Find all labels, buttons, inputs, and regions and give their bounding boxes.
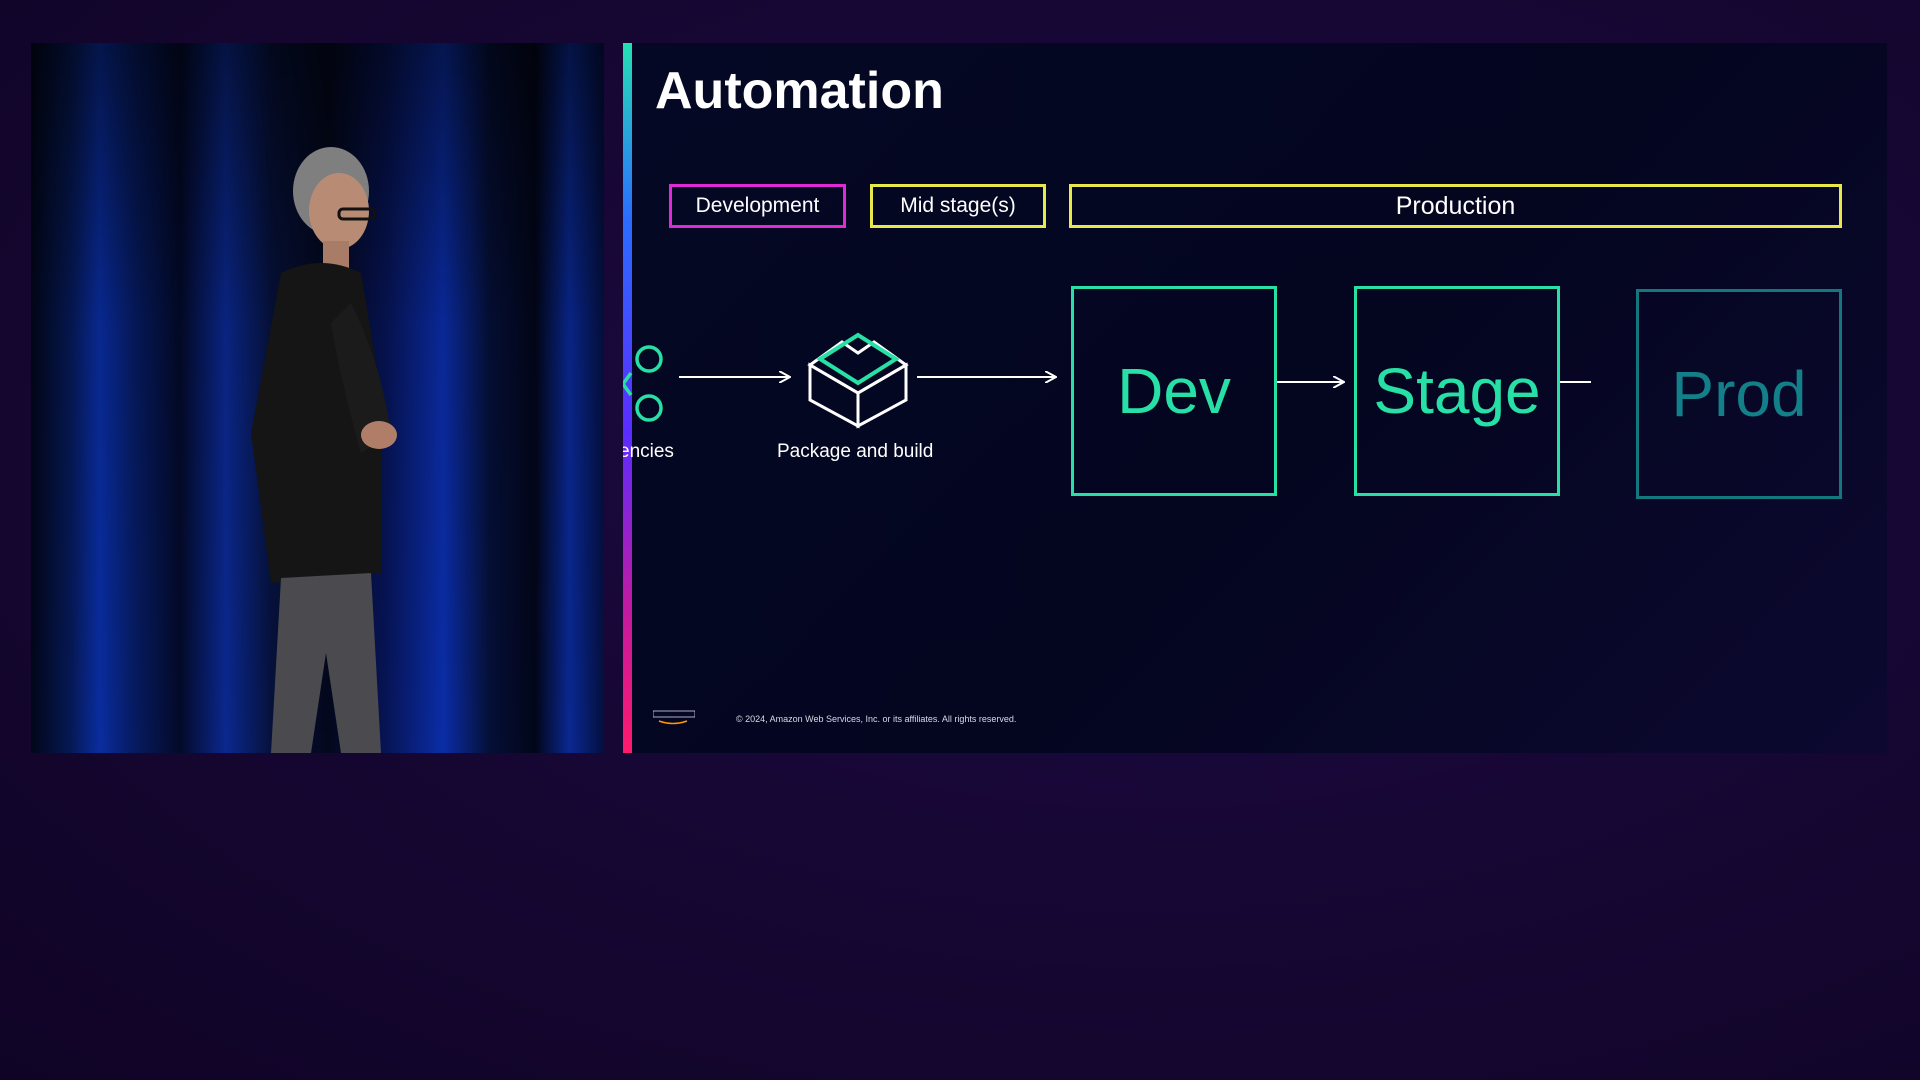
aws-logo-icon xyxy=(653,710,695,725)
speaker-video-panel xyxy=(31,43,604,753)
dependencies-icon xyxy=(623,345,663,422)
dependencies-caption: encies xyxy=(623,441,674,462)
env-stage-box: Stage xyxy=(1354,286,1560,496)
copyright-footer: © 2024, Amazon Web Services, Inc. or its… xyxy=(736,714,1017,724)
phase-development-box: Development xyxy=(669,184,846,228)
phase-production-box: Production xyxy=(1069,184,1842,228)
pipeline-diagram xyxy=(623,332,1591,429)
package-build-icon xyxy=(807,332,909,429)
slide-accent-bar xyxy=(623,43,632,753)
package-build-caption: Package and build xyxy=(777,441,934,462)
presentation-slide: Automation Development Mid stage(s) Prod… xyxy=(623,43,1887,753)
slide-title: Automation xyxy=(655,62,944,120)
env-prod-box: Prod xyxy=(1636,289,1842,499)
phase-mid-stage-box: Mid stage(s) xyxy=(870,184,1046,228)
env-dev-box: Dev xyxy=(1071,286,1277,496)
speaker-figure xyxy=(251,147,397,753)
